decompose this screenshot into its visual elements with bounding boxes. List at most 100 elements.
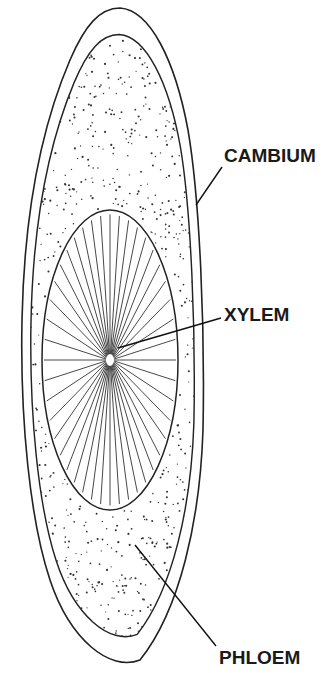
stipple-dot [41, 450, 42, 451]
stipple-dot [186, 298, 187, 299]
stipple-dot [121, 555, 123, 557]
stipple-dot [168, 200, 170, 202]
xylem-ray [111, 220, 129, 354]
stipple-dot [57, 241, 59, 243]
stipple-dot [107, 544, 108, 545]
stipple-dot [42, 201, 44, 203]
stipple-dot [87, 578, 89, 580]
stipple-dot [153, 564, 155, 566]
stipple-dot [131, 577, 132, 578]
stipple-dot [67, 515, 68, 516]
stipple-dot [140, 119, 141, 120]
stipple-dot [177, 238, 178, 239]
stipple-dot [142, 218, 144, 220]
stipple-dot [188, 232, 189, 233]
stipple-dot [92, 167, 94, 169]
xylem-ray [114, 300, 170, 358]
stipple-dot [99, 86, 101, 88]
xylem-ray [55, 281, 107, 357]
stipple-dot [90, 54, 92, 56]
stipple-dot [122, 40, 124, 42]
stipple-dot [166, 144, 168, 146]
stipple-dot [85, 179, 87, 181]
stipple-dot [49, 476, 51, 478]
stipple-dot [171, 533, 173, 535]
stipple-dot [137, 591, 138, 592]
stipple-dot [85, 522, 86, 523]
stipple-dot [46, 233, 48, 235]
xylem-ray [101, 216, 110, 354]
stipple-dot [149, 108, 151, 110]
stipple-dot [123, 200, 124, 201]
stipple-dot [171, 136, 173, 138]
xylem-ray [83, 366, 109, 493]
stipple-dot [34, 363, 36, 365]
stipple-dot [43, 204, 44, 205]
stipple-dot [67, 483, 68, 484]
stipple-dot [145, 564, 147, 566]
stipple-dot [162, 106, 164, 108]
stipple-dot [116, 525, 118, 527]
xylem-ray [112, 238, 146, 355]
stipple-dot [155, 543, 157, 545]
stipple-dot [173, 527, 175, 529]
stipple-dot [182, 230, 183, 231]
stipple-dot [179, 438, 181, 440]
stipple-dot [103, 627, 105, 629]
stipple-dot [163, 539, 165, 541]
stipple-dot [145, 584, 147, 586]
stipple-dot [179, 155, 180, 156]
xylem-ray [114, 360, 176, 361]
stipple-dot [96, 585, 98, 587]
stipple-dot [166, 467, 167, 468]
stipple-dot [146, 66, 148, 68]
stipple-dot [163, 469, 165, 471]
stipple-dot [168, 471, 170, 473]
stipple-dot [39, 383, 40, 384]
stipple-dot [106, 569, 108, 571]
xylem-boundary [42, 210, 178, 510]
stipple-dot [178, 206, 180, 208]
stipple-dot [191, 300, 193, 302]
stipple-dot [48, 522, 50, 524]
stipple-dot [56, 189, 58, 191]
stipple-dot [173, 123, 175, 125]
stipple-dot [189, 246, 190, 247]
stipple-dot [76, 191, 77, 192]
stipple-dot [161, 248, 163, 250]
stipple-dot [179, 175, 181, 177]
xylem-ray [45, 361, 106, 381]
leader-line [118, 318, 221, 348]
stipple-dot [187, 489, 188, 490]
stipple-dot [115, 529, 117, 531]
stipple-dot [69, 120, 71, 122]
stipple-dot [178, 276, 180, 278]
stipple-dot [39, 260, 40, 261]
stipple-dot [139, 206, 141, 208]
stipple-dot [125, 636, 127, 638]
stipple-dot [78, 561, 80, 563]
stipple-dot [185, 356, 186, 357]
stipple-dot [141, 538, 143, 540]
xylem-ray [110, 215, 111, 355]
stipple-dot [190, 445, 191, 446]
stipple-dot [164, 562, 166, 564]
stipple-dot [43, 191, 44, 192]
stipple-dot [92, 586, 94, 588]
stipple-dot [74, 106, 76, 108]
stipple-dot [79, 505, 81, 507]
stipple-dot [158, 578, 160, 580]
xylem-ray [111, 366, 129, 500]
part-label: XYLEM [224, 305, 289, 324]
stipple-dot [130, 86, 132, 88]
stipple-dot [92, 197, 94, 199]
stipple-dot [160, 209, 162, 211]
stipple-dot [165, 125, 167, 127]
stipple-dot [168, 516, 170, 518]
stipple-dot [170, 209, 172, 211]
stipple-dot [129, 54, 131, 56]
stipple-dot [107, 618, 109, 620]
stipple-dot [54, 152, 56, 154]
stipple-dot [54, 525, 56, 527]
stipple-dot [180, 449, 182, 451]
